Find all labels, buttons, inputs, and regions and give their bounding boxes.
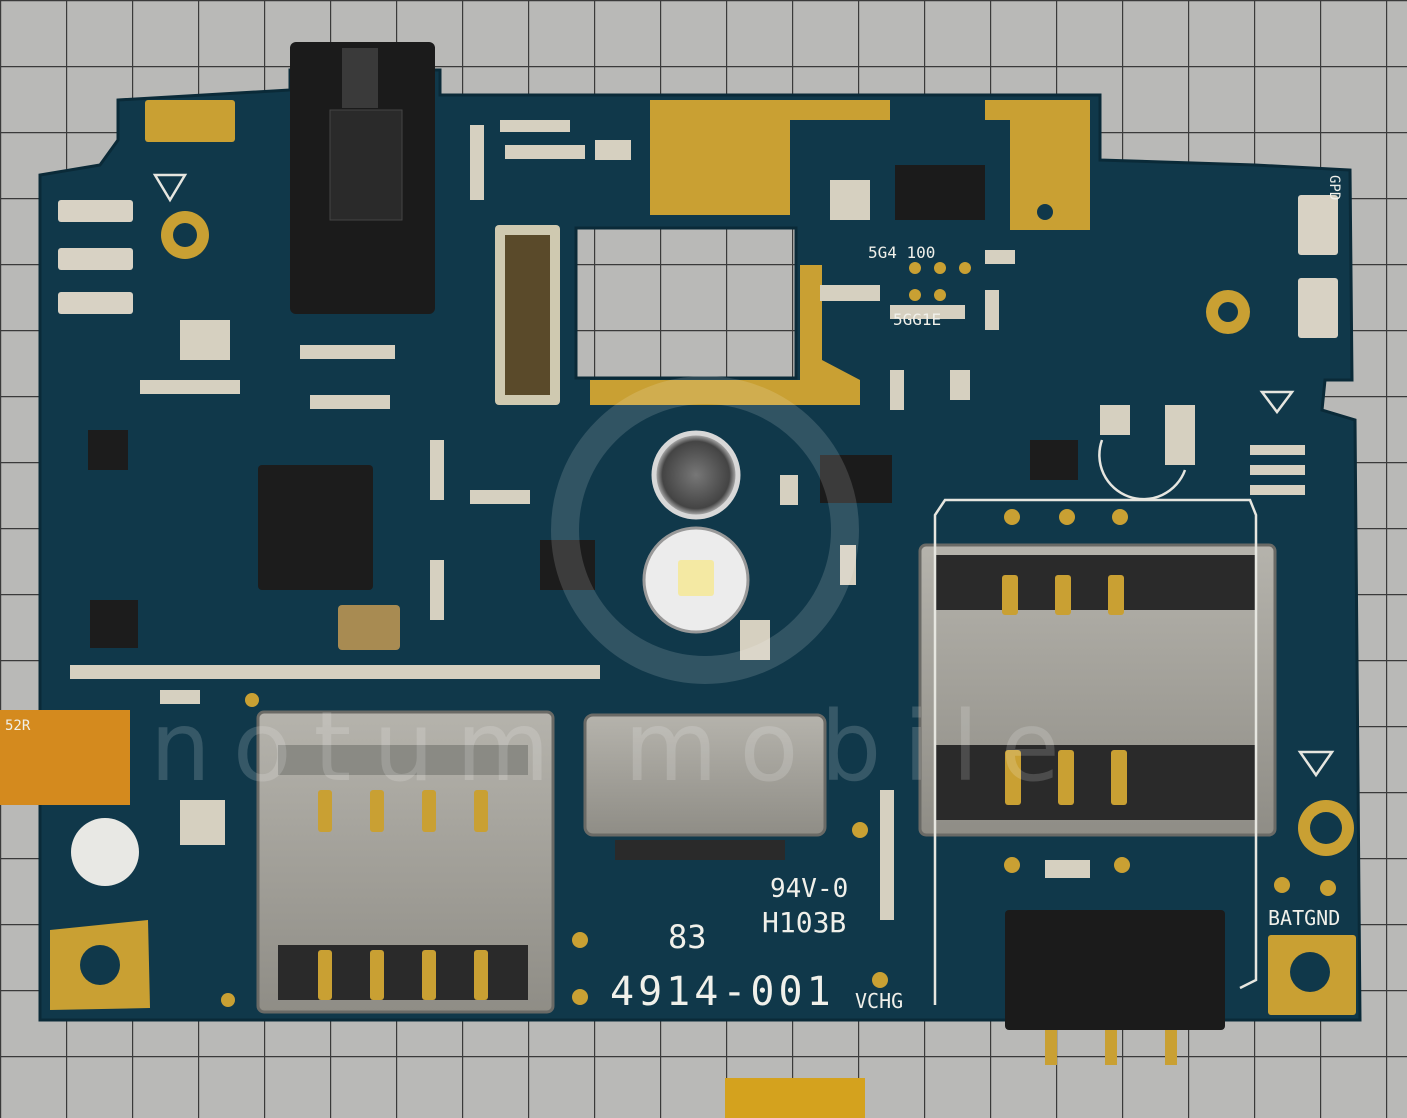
crystal	[338, 605, 400, 650]
smd-components	[70, 120, 1305, 920]
flex-cable-bottom	[725, 1078, 865, 1118]
bottom-code-label: 5GG1E	[893, 310, 941, 329]
batgnd-label: BATGND	[1268, 906, 1340, 930]
watermark-text: notum mobile	[150, 691, 1082, 803]
edge-pads	[58, 195, 1338, 338]
left-code-label: 52R	[5, 718, 31, 734]
gold-holes	[80, 204, 1342, 992]
watermark: notum mobile	[150, 376, 1082, 803]
board-code-label: H103B	[762, 906, 846, 939]
batch-label: 83	[668, 918, 707, 956]
ic-small-4	[1030, 440, 1078, 480]
sim-contacts	[318, 575, 1127, 1000]
battery-connector	[1005, 910, 1225, 1065]
gpd-label: GPD	[1326, 175, 1342, 200]
ic-small-2	[90, 600, 138, 648]
ic-small-5	[540, 540, 595, 590]
pmic-top	[895, 165, 985, 220]
microphone	[651, 430, 741, 520]
rating-label: 94V-0	[770, 874, 848, 904]
btb-connector	[495, 225, 560, 405]
flex-cable	[0, 710, 130, 805]
test-points	[221, 262, 1336, 1007]
part-no-label: 4914-001	[610, 969, 835, 1015]
ic-small-3	[820, 455, 892, 503]
flash-led	[642, 526, 750, 634]
main-ic	[258, 465, 373, 590]
audio-jack	[290, 42, 435, 314]
cam-code-label: 5G4 100	[868, 243, 935, 262]
test-pad	[71, 818, 139, 886]
vchg-label: VCHG	[855, 989, 903, 1013]
silkscreen-lines	[152, 173, 1335, 1005]
ic-small-1	[88, 430, 128, 470]
microsd-slot	[583, 713, 827, 860]
board-cutout	[574, 226, 798, 380]
